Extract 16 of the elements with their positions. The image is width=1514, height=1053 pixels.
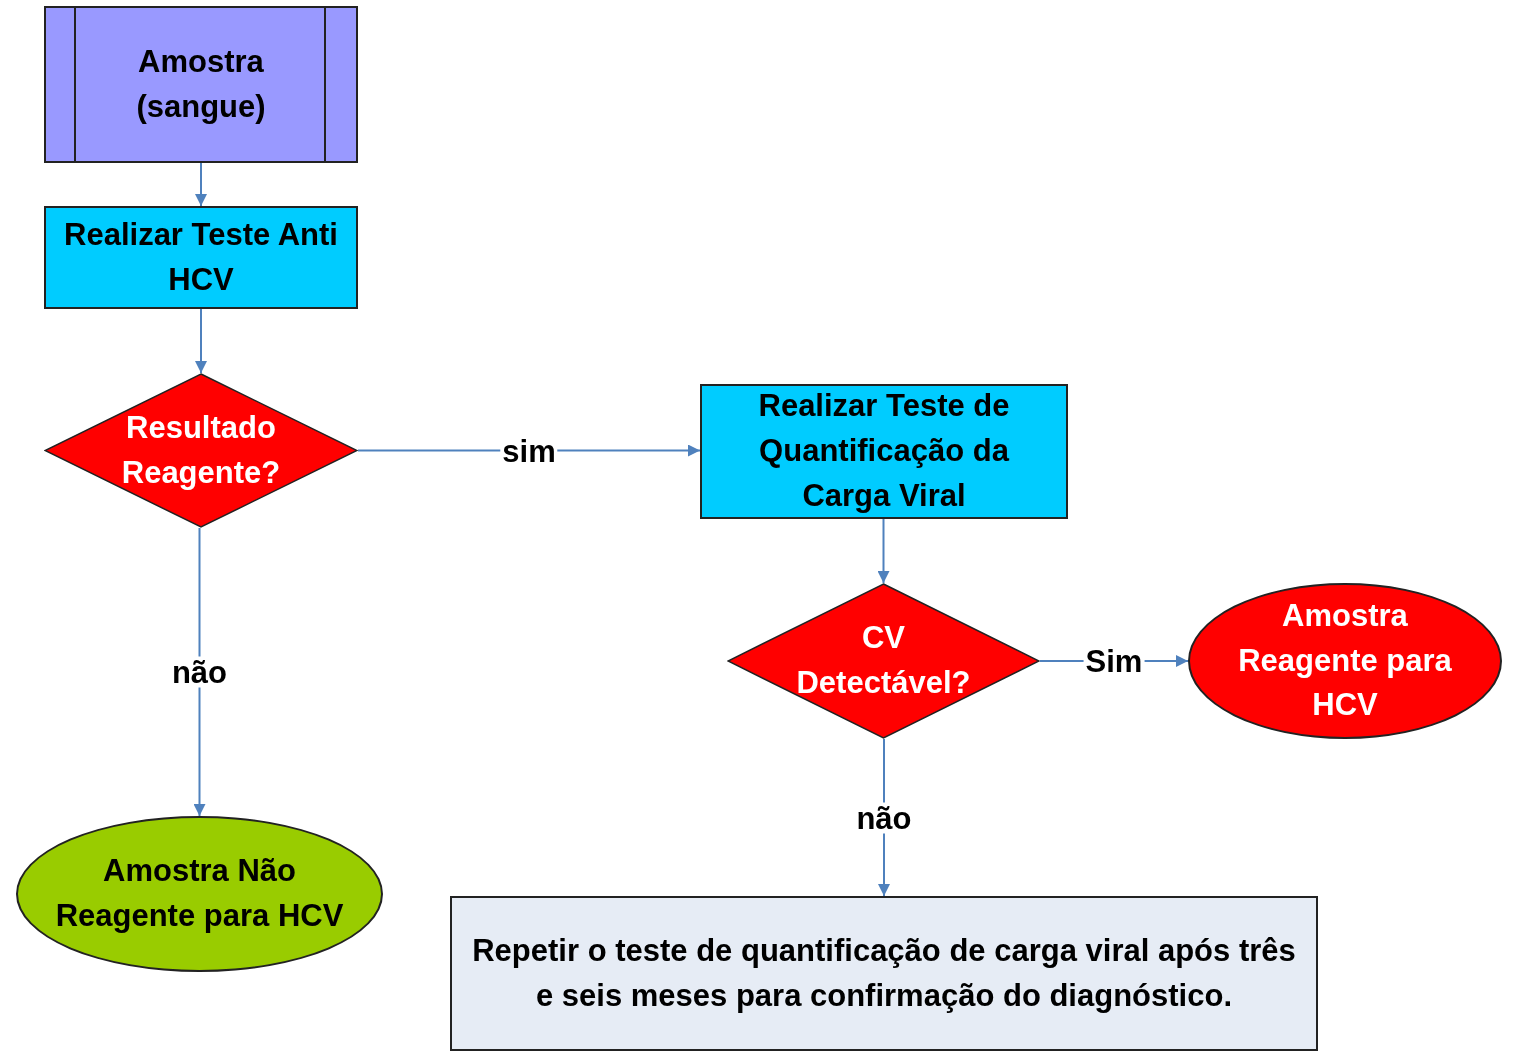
note-box [450,896,1318,1051]
process-box [700,384,1068,519]
node-text: Resultado Reagente? [120,408,282,492]
node-text: Realizar Teste Anti HCV [63,215,339,299]
node-text: Amostra Não Reagente para HCV [54,852,345,935]
node-text: Amostra Reagente para HCV [1237,596,1453,725]
process-box [44,206,358,309]
arrow [195,162,207,207]
arrow [193,527,206,817]
node-text: Repetir o teste de quantificação de carga viral após três e seis meses para confirmação do diagnóstico. [471,931,1297,1015]
arrow [195,308,207,374]
arrow [877,518,890,584]
predefined-process-box [44,6,358,163]
node-text: Amostra (sangue) [135,42,267,126]
node-text: Realizar Teste de Quantificação da Carga Viral [757,387,1011,515]
node-text: CV Detectável? [795,619,972,702]
